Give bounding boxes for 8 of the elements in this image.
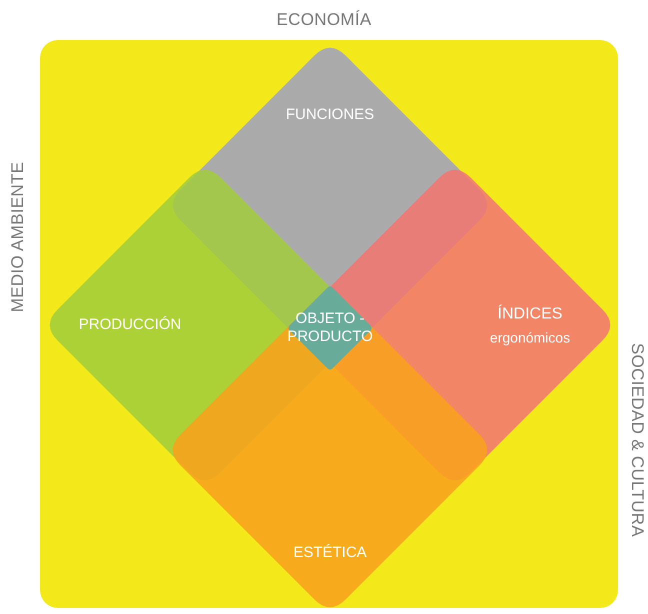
node-text: PRODUCCIÓN [78, 316, 182, 334]
node-text: FUNCIONES [286, 106, 374, 124]
node-text: ergonómicos [490, 330, 570, 346]
axis-label: MEDIO AMBIENTE [8, 162, 28, 312]
axis-label: SOCIEDAD & CULTURA [627, 343, 647, 537]
node-text: ESTÉTICA [293, 544, 367, 562]
node-text: ÍNDICES [498, 304, 562, 324]
axis-label: ECONOMÍA [276, 10, 372, 30]
